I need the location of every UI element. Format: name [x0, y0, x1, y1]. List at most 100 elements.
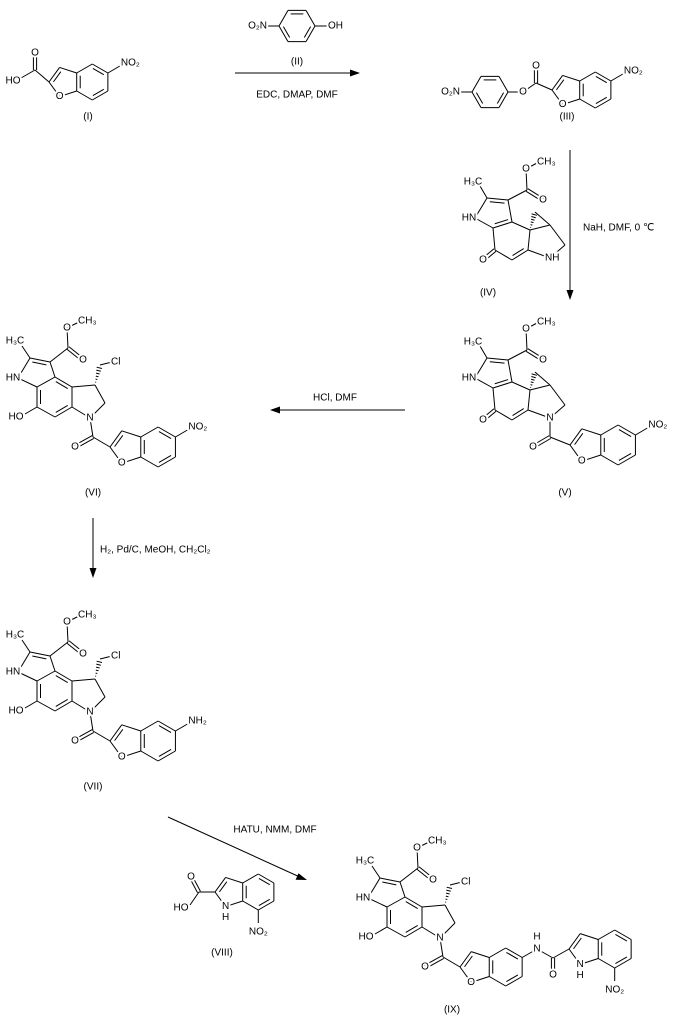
bond [379, 877, 401, 883]
atom-label: O [56, 91, 64, 102]
atom-label: O [522, 164, 530, 175]
bond [531, 373, 538, 376]
bond [580, 958, 599, 965]
bond [573, 937, 582, 950]
bond [492, 221, 513, 229]
bond [521, 948, 538, 958]
compound-label-VI: (VI) [85, 488, 101, 499]
bond [474, 377, 494, 389]
atom-label: N [86, 707, 93, 718]
bond [471, 76, 482, 93]
bond [278, 25, 289, 42]
bond [92, 436, 111, 448]
bond [114, 435, 124, 447]
bond [49, 361, 56, 378]
atom-label: H₃C [464, 177, 483, 188]
atom-label: H₃C [6, 630, 25, 641]
bond [374, 926, 388, 935]
atom-label: H [222, 912, 229, 923]
bond [49, 641, 69, 657]
atom-label: Cl [461, 877, 470, 888]
compound-label-V: (V) [558, 488, 571, 499]
compound-label-IX: (IX) [444, 1005, 460, 1016]
bond [92, 88, 105, 97]
bond [225, 876, 243, 884]
bond [282, 26, 291, 38]
bond [71, 678, 96, 682]
bond [242, 873, 259, 884]
atom-label: O [429, 875, 437, 886]
bond [527, 229, 531, 251]
bond [534, 211, 551, 226]
bond [492, 387, 496, 411]
bond [618, 429, 632, 437]
bond [371, 865, 381, 879]
bond [76, 90, 93, 101]
bond [529, 384, 551, 391]
bond [66, 642, 83, 656]
atom-label: O [71, 442, 79, 453]
atom-label: N [222, 901, 229, 912]
bond [439, 937, 444, 958]
bond [92, 730, 111, 742]
atom-label: NO₂ [188, 422, 207, 433]
arrow-step3 [270, 406, 405, 414]
bond [474, 217, 494, 229]
bond [89, 711, 94, 732]
bond [527, 348, 545, 360]
atom-label: O [467, 977, 475, 988]
atom-label: O [413, 843, 421, 854]
bond [494, 249, 513, 261]
bond [512, 408, 525, 416]
bond [474, 357, 488, 379]
bond [530, 218, 535, 221]
bond [278, 10, 289, 27]
bond [21, 639, 31, 653]
atom-label: CH₃ [78, 610, 97, 621]
bond [475, 92, 484, 104]
bond [479, 345, 488, 359]
compound-label-VIII: (VIII) [211, 948, 233, 959]
bond [36, 700, 56, 712]
bond [96, 369, 101, 372]
atom-label: H [577, 970, 584, 981]
atom-label: O [63, 323, 71, 334]
bond [530, 221, 534, 224]
atom-label: NO₂ [605, 985, 624, 996]
bond [109, 724, 123, 742]
bond [581, 428, 601, 436]
bond [549, 384, 566, 406]
bond [305, 25, 316, 42]
bond [569, 428, 583, 446]
bond [511, 409, 529, 421]
bond [617, 424, 636, 436]
bond [17, 651, 31, 673]
bond [114, 729, 124, 741]
bond [445, 892, 450, 895]
bond [258, 898, 271, 907]
bond [175, 723, 188, 732]
bond [496, 92, 505, 104]
bond [54, 700, 73, 712]
bond [96, 663, 101, 666]
bond [506, 974, 519, 982]
atom-label: O [519, 87, 527, 98]
compound-label-IV: (IV) [480, 288, 496, 299]
bond [600, 454, 619, 466]
atom-label: Cl [111, 651, 120, 662]
bond [527, 389, 531, 411]
bond [99, 361, 113, 366]
bond [492, 227, 496, 251]
atom-label: OH [328, 21, 343, 32]
bond [511, 381, 531, 391]
bond [597, 958, 615, 969]
atom-label: H₃C [464, 337, 483, 348]
atom-label: O [539, 355, 547, 366]
bond [66, 321, 80, 329]
bond [505, 976, 523, 987]
bond [157, 720, 176, 732]
bond [416, 868, 433, 882]
bond [189, 891, 200, 906]
bond [191, 876, 201, 892]
